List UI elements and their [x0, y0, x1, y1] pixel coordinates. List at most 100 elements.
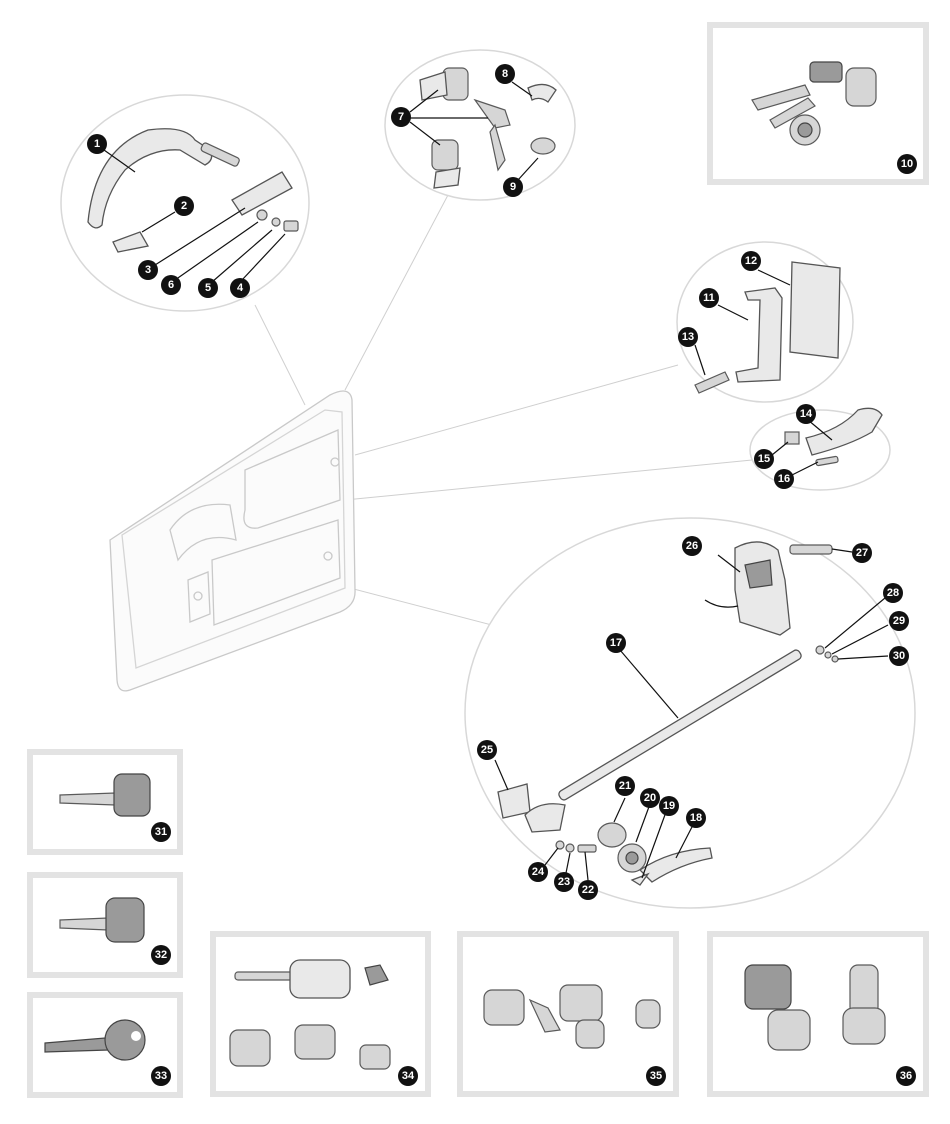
screw-4: [283, 220, 299, 232]
lock-set-box-10: [707, 22, 929, 185]
svg-text:11: 11: [703, 292, 715, 304]
svg-text:10: 10: [901, 158, 913, 170]
callout-17: 17: [606, 633, 626, 653]
callout-31: 31: [151, 822, 171, 842]
key-box-32: [27, 872, 183, 978]
svg-text:18: 18: [690, 812, 702, 824]
svg-text:28: 28: [887, 587, 899, 599]
callout-19: 19: [659, 796, 679, 816]
callout-21: 21: [615, 776, 635, 796]
callout-34: 34: [398, 1066, 418, 1086]
callout-33: 33: [151, 1066, 171, 1086]
callout-35: 35: [646, 1066, 666, 1086]
svg-text:8: 8: [502, 68, 508, 80]
remote-control-group: [464, 517, 916, 909]
callout-7: 7: [391, 107, 411, 127]
bolt-27: [789, 544, 833, 555]
callout-5: 5: [198, 278, 218, 298]
leader-lines: [103, 81, 889, 881]
svg-text:27: 27: [856, 547, 868, 559]
svg-text:25: 25: [481, 744, 493, 756]
callout-6: 6: [161, 275, 181, 295]
svg-text:23: 23: [558, 876, 570, 888]
callout-28: 28: [883, 583, 903, 603]
svg-text:33: 33: [155, 1070, 167, 1082]
svg-text:14: 14: [800, 408, 813, 420]
washer-29: [824, 651, 832, 659]
clip-15: [784, 431, 800, 445]
callout-30: 30: [889, 646, 909, 666]
striker-plate-12: [789, 261, 841, 359]
washer-5: [271, 217, 281, 227]
svg-text:15: 15: [758, 453, 770, 465]
svg-text:3: 3: [145, 264, 151, 276]
washer-9: [530, 137, 556, 155]
handle-18: [638, 847, 713, 883]
svg-text:9: 9: [510, 181, 516, 193]
svg-text:6: 6: [168, 279, 174, 291]
svg-text:13: 13: [682, 331, 694, 343]
svg-text:17: 17: [610, 637, 622, 649]
svg-text:20: 20: [644, 792, 656, 804]
screw-13: [694, 371, 730, 394]
callout-27: 27: [852, 543, 872, 563]
washer-24: [555, 840, 565, 850]
svg-text:31: 31: [155, 826, 167, 838]
retaining-clip-8: [527, 83, 557, 103]
washer-6: [256, 209, 268, 221]
lock-set-box-35: [457, 931, 679, 1097]
svg-text:24: 24: [532, 866, 545, 878]
svg-text:32: 32: [155, 949, 167, 961]
callout-16: 16: [774, 469, 794, 489]
svg-text:2: 2: [181, 200, 187, 212]
svg-text:16: 16: [778, 473, 790, 485]
lock-set-box-34: [210, 931, 431, 1097]
callout-18: 18: [686, 808, 706, 828]
svg-text:29: 29: [893, 615, 905, 627]
callout-12: 12: [741, 251, 761, 271]
callout-20: 20: [640, 788, 660, 808]
callout-36: 36: [896, 1066, 916, 1086]
lock-barrel-lower: [431, 139, 459, 171]
svg-text:19: 19: [663, 800, 675, 812]
inner-handle-group: [749, 407, 891, 491]
inner-handle-14: [805, 407, 883, 456]
callout-3: 3: [138, 260, 158, 280]
door-inner-panel: [109, 390, 356, 692]
callout-13: 13: [678, 327, 698, 347]
striker-11: [735, 287, 783, 383]
svg-text:34: 34: [402, 1070, 415, 1082]
svg-text:30: 30: [893, 650, 905, 662]
callout-25: 25: [477, 740, 497, 760]
callout-14: 14: [796, 404, 816, 424]
washer-23: [565, 843, 575, 853]
callout-2: 2: [174, 196, 194, 216]
svg-text:1: 1: [94, 138, 100, 150]
svg-text:35: 35: [650, 1070, 662, 1082]
svg-text:4: 4: [237, 282, 244, 294]
handle-pad: [112, 231, 150, 253]
callout-8: 8: [495, 64, 515, 84]
screw-22: [577, 844, 597, 853]
callout-9: 9: [503, 177, 523, 197]
clip-30: [831, 655, 839, 663]
striker-group: [676, 241, 854, 403]
svg-text:5: 5: [205, 282, 211, 294]
key-7: [473, 98, 511, 129]
callout-22: 22: [578, 880, 598, 900]
svg-text:36: 36: [900, 1070, 912, 1082]
callout-23: 23: [554, 872, 574, 892]
handle-19: [630, 872, 650, 886]
svg-text:22: 22: [582, 884, 594, 896]
callout-29: 29: [889, 611, 909, 631]
svg-text:12: 12: [745, 255, 757, 267]
washer-28: [815, 645, 825, 655]
lock-barrel-group: [384, 49, 576, 201]
callout-1: 1: [87, 134, 107, 154]
callout-32: 32: [151, 945, 171, 965]
svg-text:26: 26: [686, 540, 698, 552]
escutcheon-21: [597, 822, 627, 848]
lock-set-box-36: [707, 931, 929, 1097]
key-box-33: [27, 992, 183, 1098]
